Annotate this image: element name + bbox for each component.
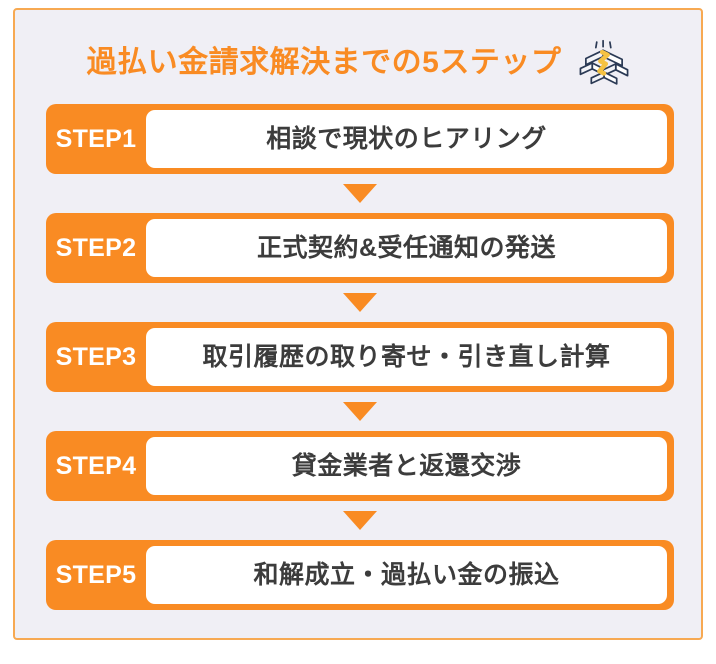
connector-arrow-3 — [46, 392, 674, 431]
connector-arrow-1 — [46, 174, 674, 213]
step-text-3: 取引履歴の取り寄せ・引き直し計算 — [202, 343, 611, 371]
page-title: 過払い金請求解決までの5ステップ — [86, 46, 562, 79]
step-text-5: 和解成立・過払い金の振込 — [253, 561, 560, 589]
step-row: STEP4 貸金業者と返還交渉 — [46, 431, 674, 540]
chevron-down-icon — [343, 184, 377, 203]
step-label-4: STEP4 — [55, 451, 137, 480]
step-row: STEP1 相談で現状のヒアリング — [46, 104, 674, 213]
header: 過払い金請求解決までの5ステップ — [15, 28, 705, 98]
step-label-3: STEP3 — [55, 342, 137, 371]
step-panel-4: 貸金業者と返還交渉 — [146, 437, 667, 495]
step-text-1: 相談で現状のヒアリング — [266, 125, 547, 153]
step-label-5: STEP5 — [55, 560, 137, 589]
step-panel-2: 正式契約&受任通知の発送 — [146, 219, 667, 277]
step-text-4: 貸金業者と返還交渉 — [291, 452, 522, 480]
chevron-down-icon — [343, 511, 377, 530]
step-panel-3: 取引履歴の取り寄せ・引き直し計算 — [146, 328, 667, 386]
connector-arrow-2 — [46, 283, 674, 322]
step-row: STEP5 和解成立・過払い金の振込 — [46, 540, 674, 610]
money-bundle-icon — [579, 39, 629, 85]
step-card-1[interactable]: STEP1 相談で現状のヒアリング — [46, 104, 674, 174]
step-label-1: STEP1 — [55, 124, 137, 153]
steps-list: STEP1 相談で現状のヒアリング STEP2 正式契約&受任通知の発送 — [46, 104, 674, 610]
step-label-2: STEP2 — [55, 233, 137, 262]
step-card-4[interactable]: STEP4 貸金業者と返還交渉 — [46, 431, 674, 501]
step-text-2: 正式契約&受任通知の発送 — [256, 234, 557, 262]
step-row: STEP3 取引履歴の取り寄せ・引き直し計算 — [46, 322, 674, 431]
connector-arrow-4 — [46, 501, 674, 540]
step-card-5[interactable]: STEP5 和解成立・過払い金の振込 — [46, 540, 674, 610]
chevron-down-icon — [343, 293, 377, 312]
step-card-3[interactable]: STEP3 取引履歴の取り寄せ・引き直し計算 — [46, 322, 674, 392]
step-panel-5: 和解成立・過払い金の振込 — [146, 546, 667, 604]
step-row: STEP2 正式契約&受任通知の発送 — [46, 213, 674, 322]
step-panel-1: 相談で現状のヒアリング — [146, 110, 667, 168]
chevron-down-icon — [343, 402, 377, 421]
step-card-2[interactable]: STEP2 正式契約&受任通知の発送 — [46, 213, 674, 283]
infographic-frame: 過払い金請求解決までの5ステップ STEP1 — [13, 8, 703, 640]
